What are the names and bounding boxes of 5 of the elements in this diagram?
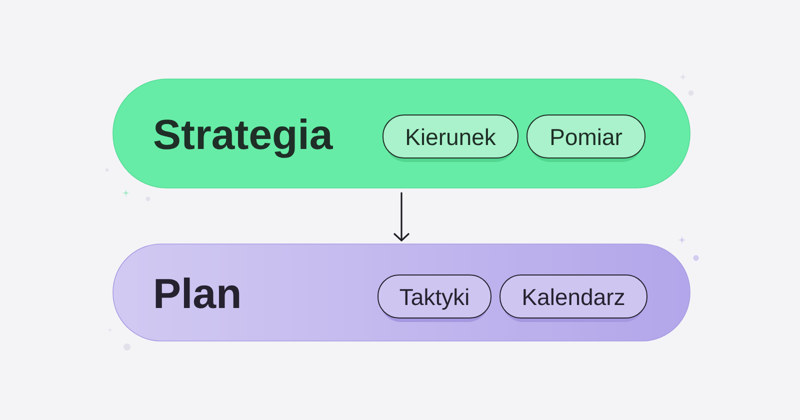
arrow xyxy=(393,192,410,242)
tag-pill: Kierunek xyxy=(382,114,518,162)
tag-pill: Taktyki xyxy=(378,274,492,322)
tag-pill: Kalendarz xyxy=(500,274,648,322)
tag-pill: Pomiar xyxy=(526,114,646,162)
